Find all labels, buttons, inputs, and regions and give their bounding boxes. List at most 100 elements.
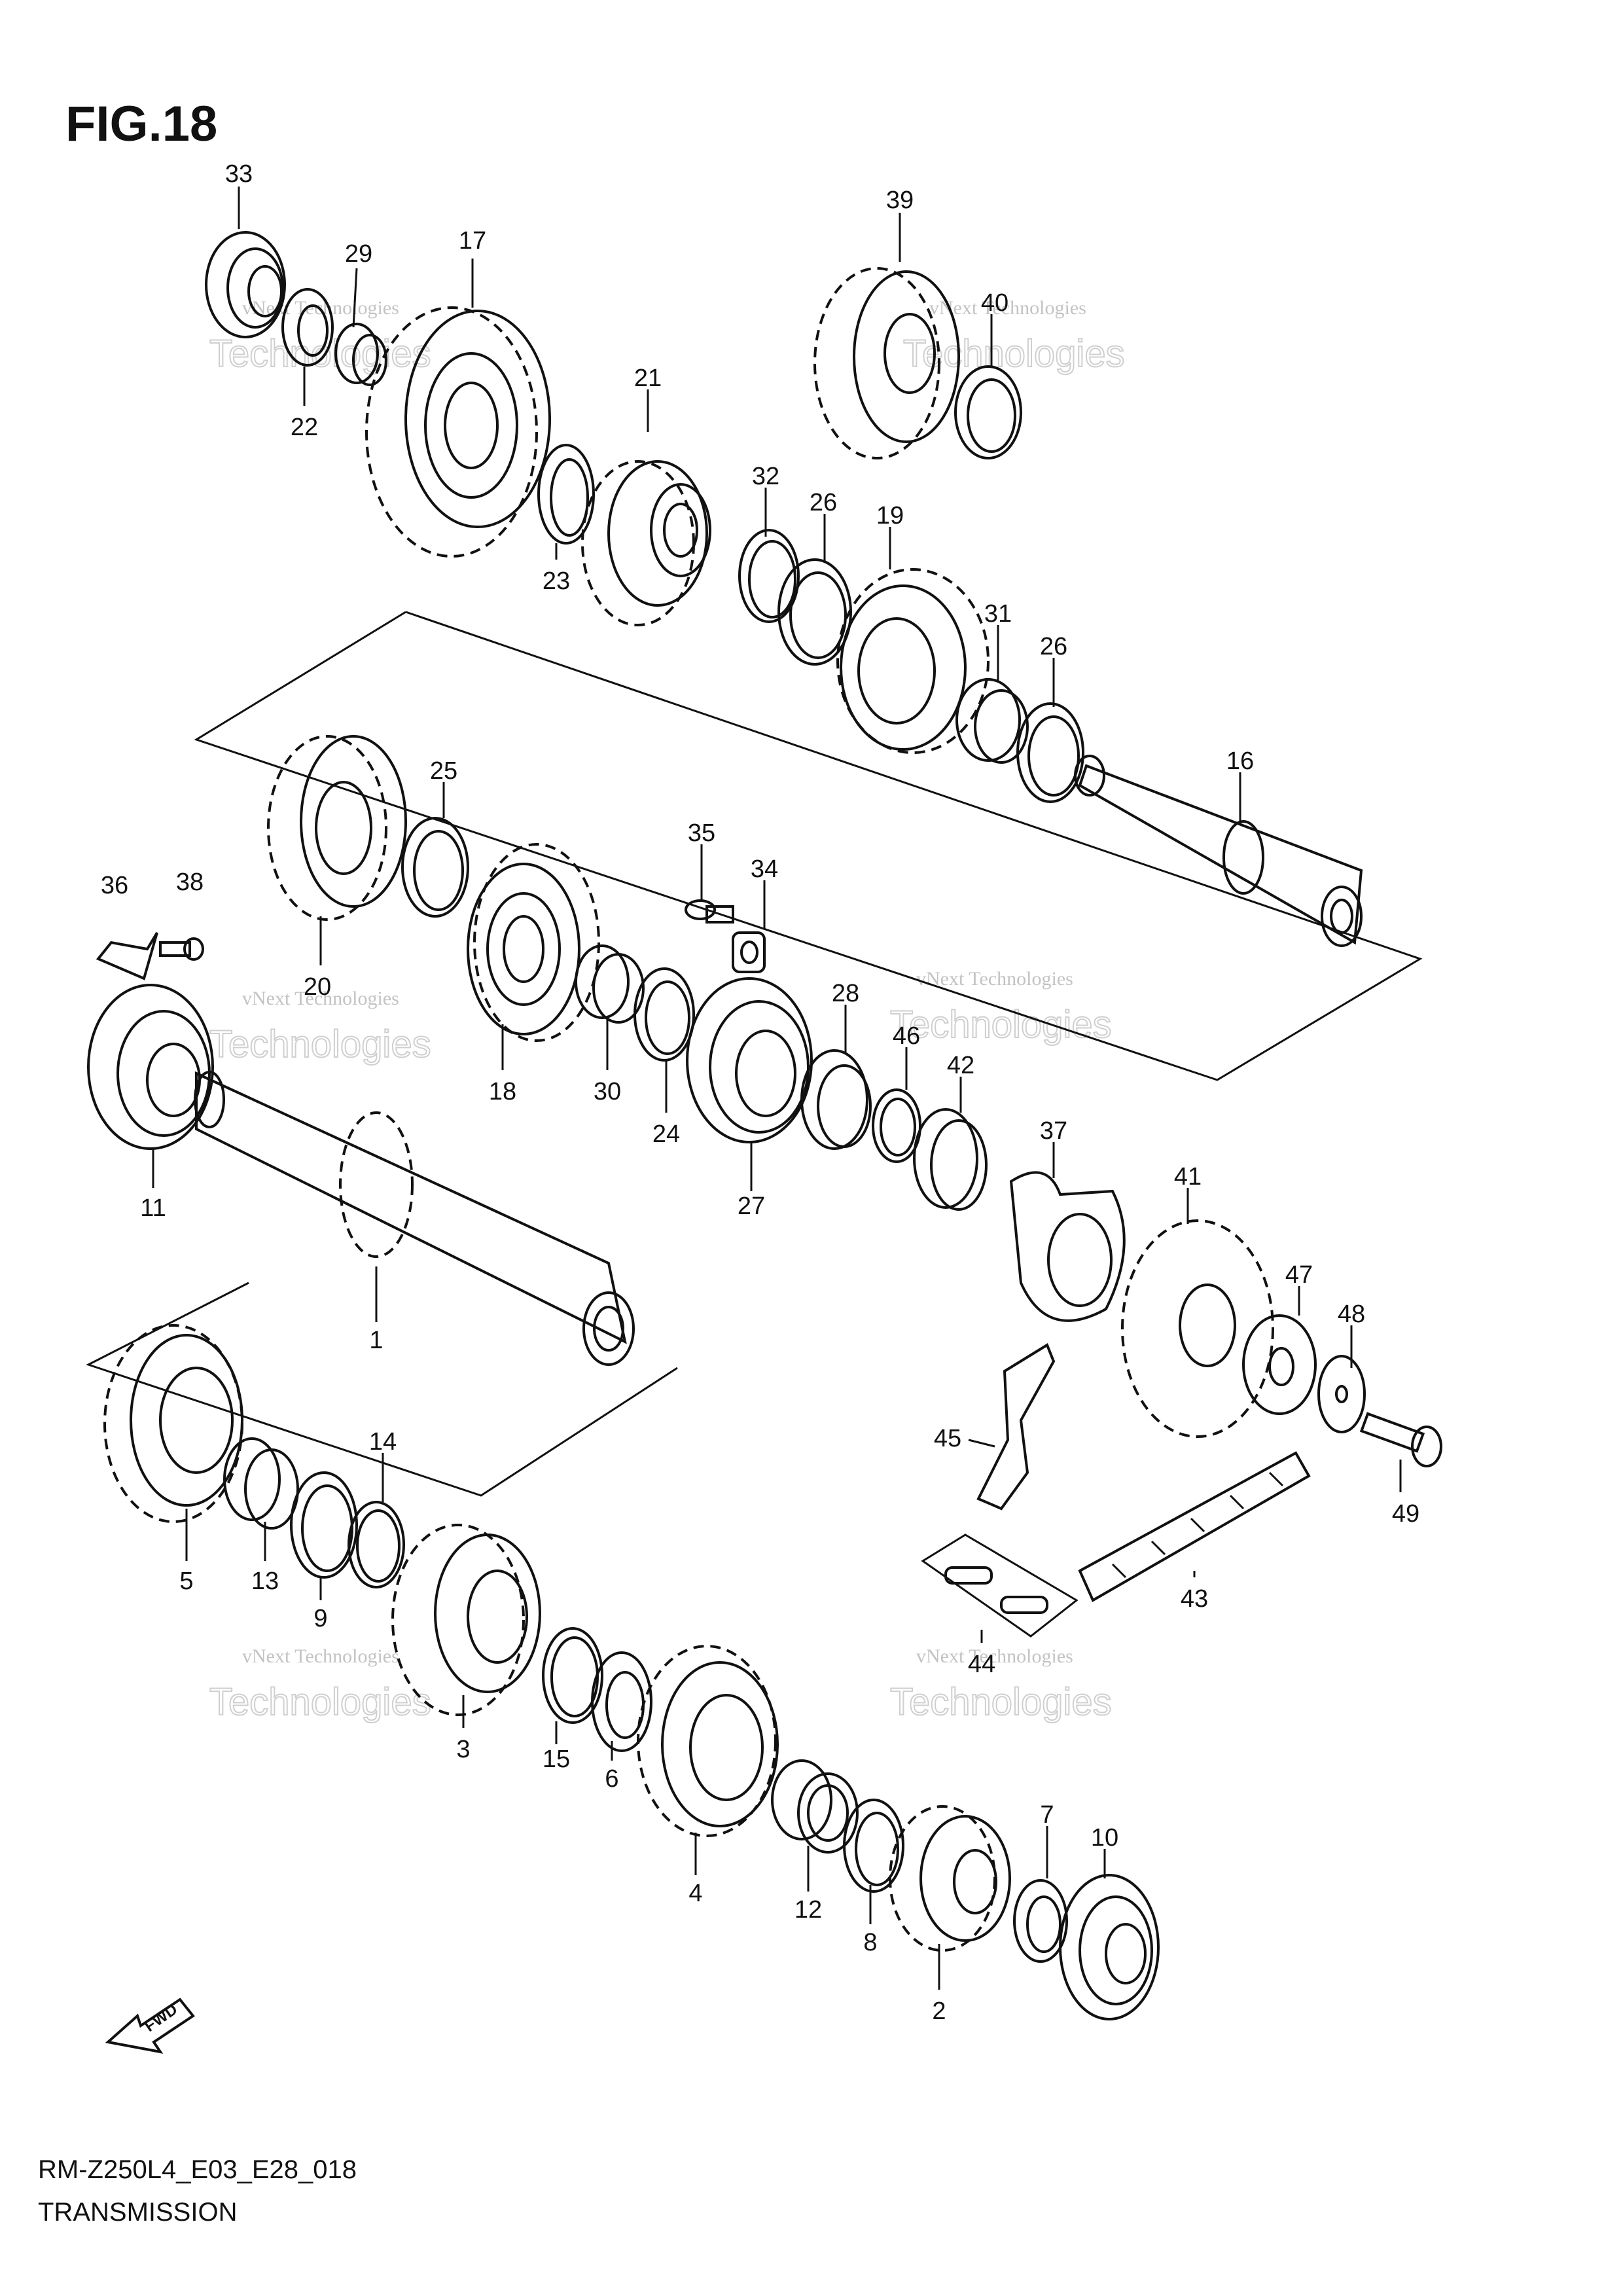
callout-24[interactable]: 24: [652, 1121, 680, 1148]
callout-32[interactable]: 32: [752, 463, 779, 490]
oil-seal-28[interactable]: [800, 1049, 872, 1150]
o-ring-46[interactable]: [872, 1088, 921, 1163]
callout-26[interactable]: 26: [810, 489, 837, 516]
callout-19[interactable]: 19: [876, 502, 904, 529]
callout-20[interactable]: 20: [304, 973, 331, 1001]
gear-39[interactable]: [813, 267, 960, 459]
callout-18[interactable]: 18: [489, 1078, 516, 1105]
gear-21[interactable]: [581, 460, 711, 626]
callout-22[interactable]: 22: [291, 414, 318, 441]
bushing-30[interactable]: [575, 944, 645, 1024]
callout-47[interactable]: 47: [1285, 1261, 1313, 1289]
callout-3[interactable]: 3: [456, 1736, 470, 1763]
callout-12[interactable]: 12: [794, 1896, 822, 1924]
callout-11[interactable]: 11: [140, 1194, 166, 1222]
bearing-11[interactable]: [87, 984, 214, 1150]
bushing-29[interactable]: [334, 323, 387, 386]
washer-26b[interactable]: [1016, 702, 1084, 803]
bushing-13[interactable]: [223, 1437, 299, 1530]
callout-34[interactable]: 34: [751, 855, 778, 883]
washer-24[interactable]: [633, 967, 695, 1062]
washer-22[interactable]: [281, 288, 334, 367]
callout-26[interactable]: 26: [1040, 633, 1067, 660]
washer-47[interactable]: [1242, 1314, 1317, 1415]
washer-8[interactable]: [843, 1799, 904, 1893]
callout-33[interactable]: 33: [225, 160, 253, 188]
callout-45[interactable]: 45: [934, 1425, 961, 1452]
callout-6[interactable]: 6: [605, 1765, 618, 1793]
callout-38[interactable]: 38: [176, 869, 204, 896]
callout-8[interactable]: 8: [863, 1929, 877, 1956]
bearing-27[interactable]: [686, 977, 813, 1143]
callout-7[interactable]: 7: [1040, 1801, 1054, 1829]
callout-5[interactable]: 5: [179, 1568, 193, 1595]
callout-35[interactable]: 35: [688, 819, 715, 847]
callout-28[interactable]: 28: [832, 980, 859, 1007]
washer-9[interactable]: [290, 1471, 358, 1579]
watermark-text: Technologies: [890, 1681, 1112, 1723]
lockwasher-6[interactable]: [591, 1651, 652, 1752]
callout-2[interactable]: 2: [932, 1998, 946, 2025]
callout-1[interactable]: 1: [369, 1327, 383, 1354]
callout-31[interactable]: 31: [984, 600, 1012, 628]
bearing-10[interactable]: [1059, 1874, 1160, 2020]
bolt-38[interactable]: [159, 937, 204, 961]
callout-44[interactable]: 44: [968, 1651, 995, 1678]
callout-40[interactable]: 40: [981, 289, 1008, 317]
callout-49[interactable]: 49: [1392, 1500, 1419, 1528]
plate-45[interactable]: [976, 1343, 1056, 1511]
gear-4[interactable]: [637, 1645, 779, 1837]
gear-17[interactable]: [365, 306, 551, 558]
callout-25[interactable]: 25: [430, 757, 457, 785]
gear-2[interactable]: [889, 1805, 1011, 1952]
mainshaft-1[interactable]: [194, 1071, 635, 1366]
callout-42[interactable]: 42: [947, 1052, 974, 1079]
washer-48[interactable]: [1317, 1355, 1366, 1433]
washer-40[interactable]: [954, 365, 1022, 459]
bearing-33[interactable]: [205, 231, 286, 338]
callout-14[interactable]: 14: [369, 1428, 397, 1456]
guide-36[interactable]: [96, 931, 158, 980]
callout-13[interactable]: 13: [251, 1568, 279, 1595]
callout-4[interactable]: 4: [688, 1880, 702, 1907]
callout-36[interactable]: 36: [101, 872, 128, 899]
gear-19[interactable]: [836, 568, 990, 754]
callout-29[interactable]: 29: [345, 240, 372, 268]
washer-26a[interactable]: [777, 558, 852, 666]
callout-15[interactable]: 15: [543, 1746, 570, 1773]
callout-16[interactable]: 16: [1226, 747, 1254, 775]
countershaft-16[interactable]: [1074, 755, 1363, 947]
callout-37[interactable]: 37: [1040, 1117, 1067, 1145]
callout-43[interactable]: 43: [1181, 1585, 1208, 1613]
chain-joint-44[interactable]: [921, 1534, 1079, 1638]
callout-27[interactable]: 27: [738, 1193, 765, 1220]
circlip-32[interactable]: [738, 529, 800, 623]
washer-25[interactable]: [401, 817, 469, 918]
callout-41[interactable]: 41: [1174, 1163, 1202, 1191]
guide-37[interactable]: [1009, 1171, 1126, 1322]
gear-5[interactable]: [103, 1324, 243, 1523]
callout-21[interactable]: 21: [634, 365, 662, 392]
callout-17[interactable]: 17: [459, 227, 486, 255]
callout-30[interactable]: 30: [594, 1078, 621, 1105]
callout-23[interactable]: 23: [543, 567, 570, 595]
needle-bearing-12[interactable]: [771, 1759, 859, 1854]
callout-46[interactable]: 46: [893, 1022, 920, 1050]
callout-48[interactable]: 48: [1338, 1300, 1365, 1328]
bushing-31[interactable]: [955, 678, 1029, 764]
gear-20[interactable]: [267, 735, 407, 921]
spacer-42[interactable]: [913, 1108, 988, 1211]
callout-10[interactable]: 10: [1091, 1824, 1118, 1852]
circlip-14[interactable]: [348, 1501, 405, 1588]
washer-23[interactable]: [537, 444, 595, 545]
callout-9[interactable]: 9: [313, 1605, 327, 1632]
washer-7[interactable]: [1013, 1879, 1068, 1963]
callout-39[interactable]: 39: [886, 187, 914, 214]
bolt-49[interactable]: [1359, 1412, 1442, 1467]
drive-chain-43[interactable]: [1078, 1451, 1311, 1602]
gear-18[interactable]: [467, 843, 600, 1042]
plate-34[interactable]: [732, 931, 766, 973]
sprocket-41[interactable]: [1121, 1219, 1274, 1438]
screw-35[interactable]: [685, 899, 734, 924]
gear-3[interactable]: [391, 1524, 541, 1716]
